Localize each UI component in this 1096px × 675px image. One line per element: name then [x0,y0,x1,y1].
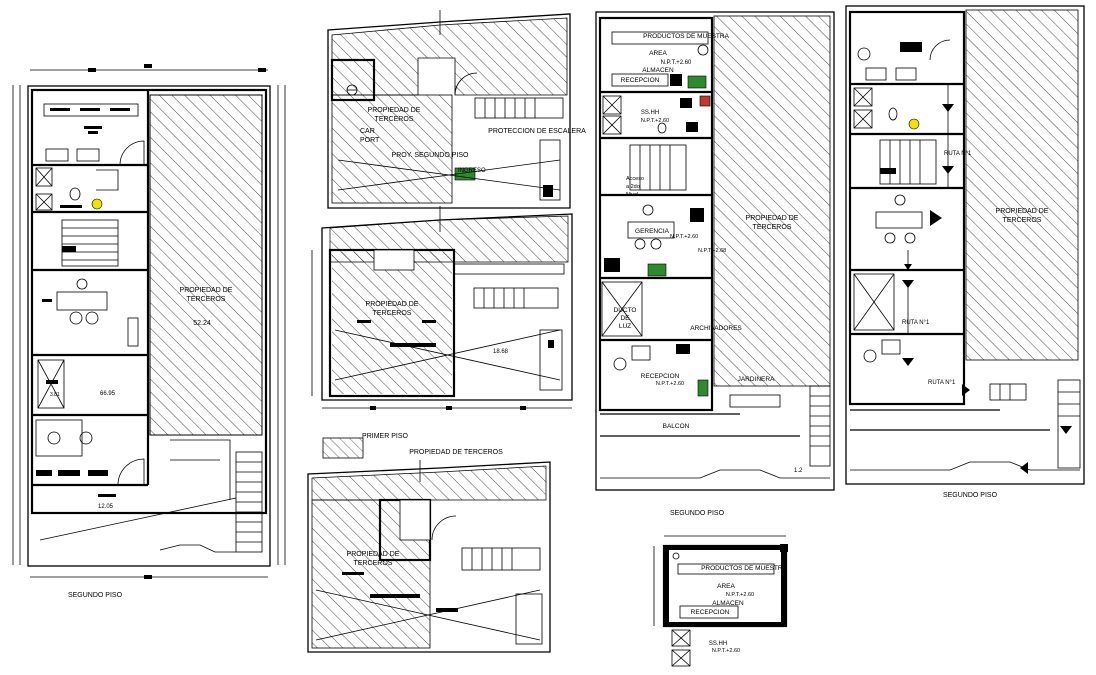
plan3-title: PRIMER PISO [362,433,408,440]
svg-text:Nivel: Nivel [626,192,638,198]
plan3-third-party: PROPIEDAD DE [366,301,419,308]
plan1-stair [61,219,119,267]
plan5-storage: ALMACEN [642,67,674,74]
plan1-area-mid: 66.95 [100,391,116,397]
plan5-area: AREA [649,50,667,57]
plan5-garden: JARDINERA [738,376,776,383]
plan1-area-total: 52.24 [193,320,211,327]
plan5-reception-b: RECEPCION [641,373,680,380]
plan5-npt-e: N.P.T.+2.60 [656,381,684,387]
detail-storage-area: PRODUCTOS DE MUESTRA AREA N.P.T.+2.60 AL… [653,535,788,667]
plan-4-lower-floor: PROPIEDAD DE TERCEROS [307,460,551,653]
plan5-reception: RECEPCION [621,77,660,84]
plan3-owners-note: PROPIEDAD DE TERCEROS [409,449,503,456]
plan5-npt-c: N.P.T.+2.60 [670,234,698,240]
plan5-archives: ARCHIVADORES [690,325,742,332]
svg-text:TERCEROS: TERCEROS [373,310,412,317]
detail-reception: RECEPCION [691,609,730,616]
plan5-access-level: Acceso [626,176,644,182]
plan6-route-a: RUTA N°1 [944,151,972,157]
plan2-stair-protect: PROTECCION DE ESCALERA [488,128,586,135]
plan-6-evacuation-routes: RUTA N°1 RUTA N°1 RUTA N°1 [845,5,1085,499]
plan5-manager: GERENCIA [635,228,670,235]
plan-5-segundo-piso: PRODUCTOS DE MUESTRA AREA N.P.T.+2.60 AL… [595,11,835,517]
detail-ss-hh: SS.HH [709,641,727,647]
detail-sample-products: PRODUCTOS DE MUESTRA [701,565,787,572]
plan1-area-low: 12.05 [98,504,114,510]
plan5-ss-hh: SS.HH [641,110,659,116]
svg-text:TERCEROS: TERCEROS [354,560,393,567]
plan-1-segundo-piso: PROPIEDAD DE TERCEROS 52.24 [12,64,286,599]
plan6-title: SEGUNDO PISO [943,492,998,499]
svg-text:PORT: PORT [360,137,380,144]
svg-text:a 2do: a 2do [626,184,640,190]
plan5-third-party: PROPIEDAD DE [746,215,799,222]
svg-text:TERCEROS: TERCEROS [187,296,226,303]
plan5-sample-products: PRODUCTOS DE MUESTRA [643,33,729,40]
plan2-third-party: PROPIEDAD DE [368,107,421,114]
svg-text:DE: DE [620,315,630,322]
plan6-route-c: RUTA N°1 [928,380,956,386]
plan6-third-party: PROPIEDAD DE [996,208,1049,215]
plan5-dim: 1.2 [794,468,803,474]
plan1-dim-small: 3.81 [50,392,60,398]
detail-storage: ALMACEN [712,600,744,607]
plan5-duct: DUCTO [614,307,637,314]
plan-3-primer-piso: PROPIEDAD DE TERCEROS 18.68 PRIMER PISO … [311,206,573,459]
plan5-npt-a: N.P.T.+2.60 [661,60,692,66]
plan5-npt-b: N.P.T.+2.60 [641,118,669,124]
svg-text:TERCEROS: TERCEROS [375,116,414,123]
plan6-route-b: RUTA N°1 [902,320,930,326]
svg-text:TERCEROS: TERCEROS [1003,217,1042,224]
detail-area: AREA [717,583,735,590]
svg-text:TERCEROS: TERCEROS [753,224,792,231]
detail-npt-a: N.P.T.+2.60 [726,592,754,598]
plan1-title: SEGUNDO PISO [68,592,123,599]
plan5-title: SEGUNDO PISO [670,510,725,517]
plan4-third-party: PROPIEDAD DE [347,551,400,558]
svg-text:LUZ: LUZ [619,323,631,330]
plan5-balcony: BALCON [663,423,690,430]
plan-2-upper-floor: PROPIEDAD DE TERCEROS CAR PORT PROY. SEG… [327,10,586,209]
plan2-proj-second: PROY. SEGUNDO PISO [392,152,469,159]
detail-npt-b: N.P.T.+2.60 [712,648,740,654]
plan5-npt-d: N.P.T.+2.68 [698,248,726,254]
plan2-entry: INGRESO [458,168,486,174]
plan1-third-party-label: PROPIEDAD DE [180,287,233,294]
plan2-carport: CAR [360,128,375,135]
plan3-area-value: 18.68 [493,349,509,355]
